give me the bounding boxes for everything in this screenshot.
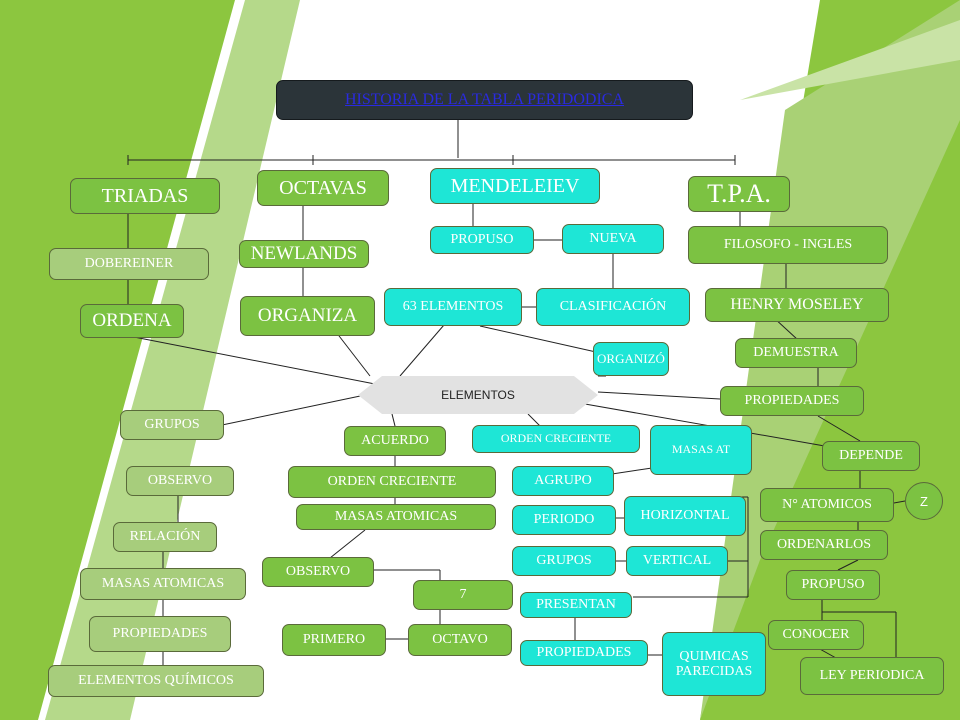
- node-ley-periodica: LEY PERIODICA: [800, 657, 944, 695]
- node-tpa: T.P.A.: [688, 176, 790, 212]
- node-dobereiner: DOBEREINER: [49, 248, 209, 280]
- node-mendeleiev: MENDELEIEV: [430, 168, 600, 204]
- node-masas-atomicas-left: MASAS ATOMICAS: [80, 568, 246, 600]
- node-quimicas-parecidas: QUIMICAS PARECIDAS: [662, 632, 766, 696]
- node-ordena: ORDENA: [80, 304, 184, 338]
- node-octavo: OCTAVO: [408, 624, 512, 656]
- node-octavas: OCTAVAS: [257, 170, 389, 206]
- node-primero: PRIMERO: [282, 624, 386, 656]
- node-masas-atomicas: MASAS ATOMICAS: [296, 504, 496, 530]
- node-relacion: RELACIÓN: [113, 522, 217, 552]
- node-vertical: VERTICAL: [626, 546, 728, 576]
- node-propiedades-left: PROPIEDADES: [89, 616, 231, 652]
- node-numeros-atomicos: N° ATOMICOS: [760, 488, 894, 522]
- node-organizo: ORGANIZÓ: [593, 342, 669, 376]
- node-elementos: ELEMENTOS: [358, 376, 598, 414]
- node-conocer: CONOCER: [768, 620, 864, 650]
- node-depende: DEPENDE: [822, 441, 920, 471]
- node-acuerdo: ACUERDO: [344, 426, 446, 456]
- node-horizontal: HORIZONTAL: [624, 496, 746, 536]
- node-63-elementos: 63 ELEMENTOS: [384, 288, 522, 326]
- diagram-title: HISTORIA DE LA TABLA PERIDODICA: [276, 80, 693, 120]
- node-presentan: PRESENTAN: [520, 592, 632, 618]
- node-agrupo: AGRUPO: [512, 466, 614, 496]
- node-elementos-quimicos: ELEMENTOS QUÍMICOS: [48, 665, 264, 697]
- node-nueva: NUEVA: [562, 224, 664, 254]
- node-ordenarlos: ORDENARLOS: [760, 530, 888, 560]
- node-propuso-tpa: PROPUSO: [786, 570, 880, 600]
- node-newlands: NEWLANDS: [239, 240, 369, 268]
- node-filosofo-ingles: FILOSOFO - INGLES: [688, 226, 888, 264]
- node-z: Z: [905, 482, 943, 520]
- node-clasificacion: CLASIFICACIÓN: [536, 288, 690, 326]
- node-orden-creciente: ORDEN CRECIENTE: [288, 466, 496, 498]
- node-7: 7: [413, 580, 513, 610]
- node-propiedades-mendeleiev: PROPIEDADES: [520, 640, 648, 666]
- node-periodo: PERIODO: [512, 505, 616, 535]
- node-grupos: GRUPOS: [120, 410, 224, 440]
- node-masas-at: MASAS AT: [650, 425, 752, 475]
- node-grupos-mendeleiev: GRUPOS: [512, 546, 616, 576]
- node-propiedades-tpa: PROPIEDADES: [720, 386, 864, 416]
- node-organiza: ORGANIZA: [240, 296, 375, 336]
- node-triadas: TRIADAS: [70, 178, 220, 214]
- node-orden-creciente-mendeleiev: ORDEN CRECIENTE: [472, 425, 640, 453]
- node-demuestra: DEMUESTRA: [735, 338, 857, 368]
- node-henry-moseley: HENRY MOSELEY: [705, 288, 889, 322]
- node-observo: OBSERVO: [126, 466, 234, 496]
- node-propuso: PROPUSO: [430, 226, 534, 254]
- node-observo-center: OBSERVO: [262, 557, 374, 587]
